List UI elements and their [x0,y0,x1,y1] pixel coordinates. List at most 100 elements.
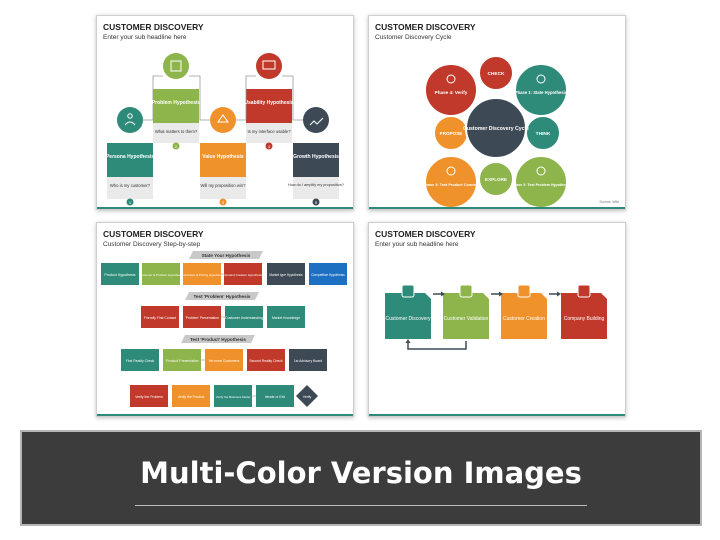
step-number: 2 [175,144,178,149]
step-flow-diagram: State Your Hypothesis Test 'Problem' Hyp… [101,251,347,407]
persona-circle [117,107,143,133]
slide-title: CUSTOMER DISCOVERY [103,22,204,32]
step-box [256,385,294,407]
phase-4-label: Phase 4: Verify [435,90,468,95]
step-number: 1 [129,200,132,205]
step-label: Distribution & Pricing Hypothesis [180,273,224,277]
persona-icon [124,113,136,126]
creation-box [501,293,547,339]
propose-label: PROPOSE [440,131,463,136]
slide-title: CUSTOMER DISCOVERY [375,229,476,239]
step-label: Product Hypothesis [104,273,135,277]
step-label: Second Reality Check [249,359,283,363]
step-box [142,263,180,285]
gear-icon [517,284,531,298]
problem-icon [170,60,182,72]
validation-box [443,293,489,339]
building-label: Company Building [564,316,605,322]
value-icon [217,114,229,123]
step-box [101,263,139,285]
step-label: 1st Advisory Board [294,359,322,363]
value-box [200,143,246,177]
step-label: Verify the Business Model [216,395,251,399]
slide-title: CUSTOMER DISCOVERY [103,229,204,239]
step-box [224,263,262,285]
step-label: Demand Creation Hypothesis [223,273,263,277]
explore-circle [478,161,514,197]
lightbulb-icon [536,166,546,176]
slide-title: CUSTOMER DISCOVERY [375,22,476,32]
persona-box [107,143,153,177]
check-label: CHECK [487,71,505,77]
step-label: Yet more Customers [209,359,240,363]
step-label: Customer & Problem Hypothesis [139,273,183,277]
center-circle [465,97,527,159]
step-label: First Reality Check [126,359,155,363]
slide-accent-bar [97,414,353,416]
step-label: Market type Hypothesis [269,273,303,277]
problem-circle [163,53,189,79]
step-box [214,385,252,407]
discovery-box [385,293,431,339]
verify-diamond [296,385,318,407]
step-box [121,349,159,371]
growth-circle [303,107,329,133]
growth-label: Growth Hypothesis [293,154,339,160]
header-banner [185,292,259,300]
step-label: Verify the Problem [135,395,163,399]
value-label: Value Hypothesis [202,154,244,160]
slide-persona-hypothesis[interactable]: CUSTOMER DISCOVERY Enter your sub headli… [96,15,354,210]
slide-accent-bar [369,414,625,416]
checklist-icon [459,284,473,298]
step-box [289,349,327,371]
hypothesis-diagram: Persona Hypothesis Who is my customer? 1… [106,53,344,206]
box-icon [446,166,456,176]
problem-hypothesis-header: Test 'Problem' Hypothesis [194,294,251,299]
step-label: Verify the Product [178,395,205,399]
banner-title: Multi-Color Version Images [140,456,582,490]
growth-box [293,143,339,177]
slide-accent-bar [97,207,353,209]
step-number: 3 [222,200,225,205]
header-banner [189,251,263,259]
step-box [267,306,305,328]
slide-step-by-step[interactable]: CUSTOMER DISCOVERY Customer Discovery St… [96,222,354,417]
usability-box [246,89,292,123]
slide-subtitle: Enter your sub headline here [375,241,459,248]
step-label: 'Product' Presentation [166,359,199,363]
step-label: Friendly First Contact [144,316,176,320]
step-box [309,263,347,285]
check-icon [446,74,456,84]
source-note: Source: Wiki [599,200,619,204]
growth-icon [309,117,324,126]
phase-3-label: Phase 3: Test Product Concept [423,183,480,187]
explore-label: EXPLORE [485,177,507,182]
usability-circle [256,53,282,79]
building-box [561,293,607,339]
think-label: THINK [536,131,551,137]
persona-label: Persona Hypothesis [106,154,154,160]
check-circle [478,55,514,91]
growth-question: How do I amplify my proposition? [288,183,344,187]
process-diagram: Customer Discovery Customer Validation C… [385,284,607,350]
step-box [205,349,243,371]
step-label: Verify [303,395,312,399]
discovery-label: Customer Discovery [385,316,431,322]
state-hypothesis-header: State Your Hypothesis [202,253,251,258]
problem-question: What matters to them? [155,129,198,134]
slide-subtitle: Customer Discovery Step-by-step [103,241,201,248]
slide-discovery-cycle[interactable]: CUSTOMER DISCOVERY Customer Discovery Cy… [368,15,626,210]
cycle-diagram: Phase 4: Verify Phase 1: State Hypothesi… [423,55,570,209]
problem-label: Problem Hypothesis [152,100,201,106]
usability-label: Usability Hypothesis [244,100,293,106]
value-circle [210,107,236,133]
slide-subtitle: Enter your sub headline here [103,34,187,41]
step-box [267,263,305,285]
creation-label: Customer Creation [503,316,545,322]
loop-back-arrow-icon [407,341,467,350]
persona-question: Who is my customer? [110,183,151,188]
monitor-icon [262,60,276,70]
step-label: Customer Understanding [225,316,263,320]
step-box [247,349,285,371]
slide-customer-development[interactable]: CUSTOMER DISCOVERY Enter your sub headli… [368,222,626,417]
